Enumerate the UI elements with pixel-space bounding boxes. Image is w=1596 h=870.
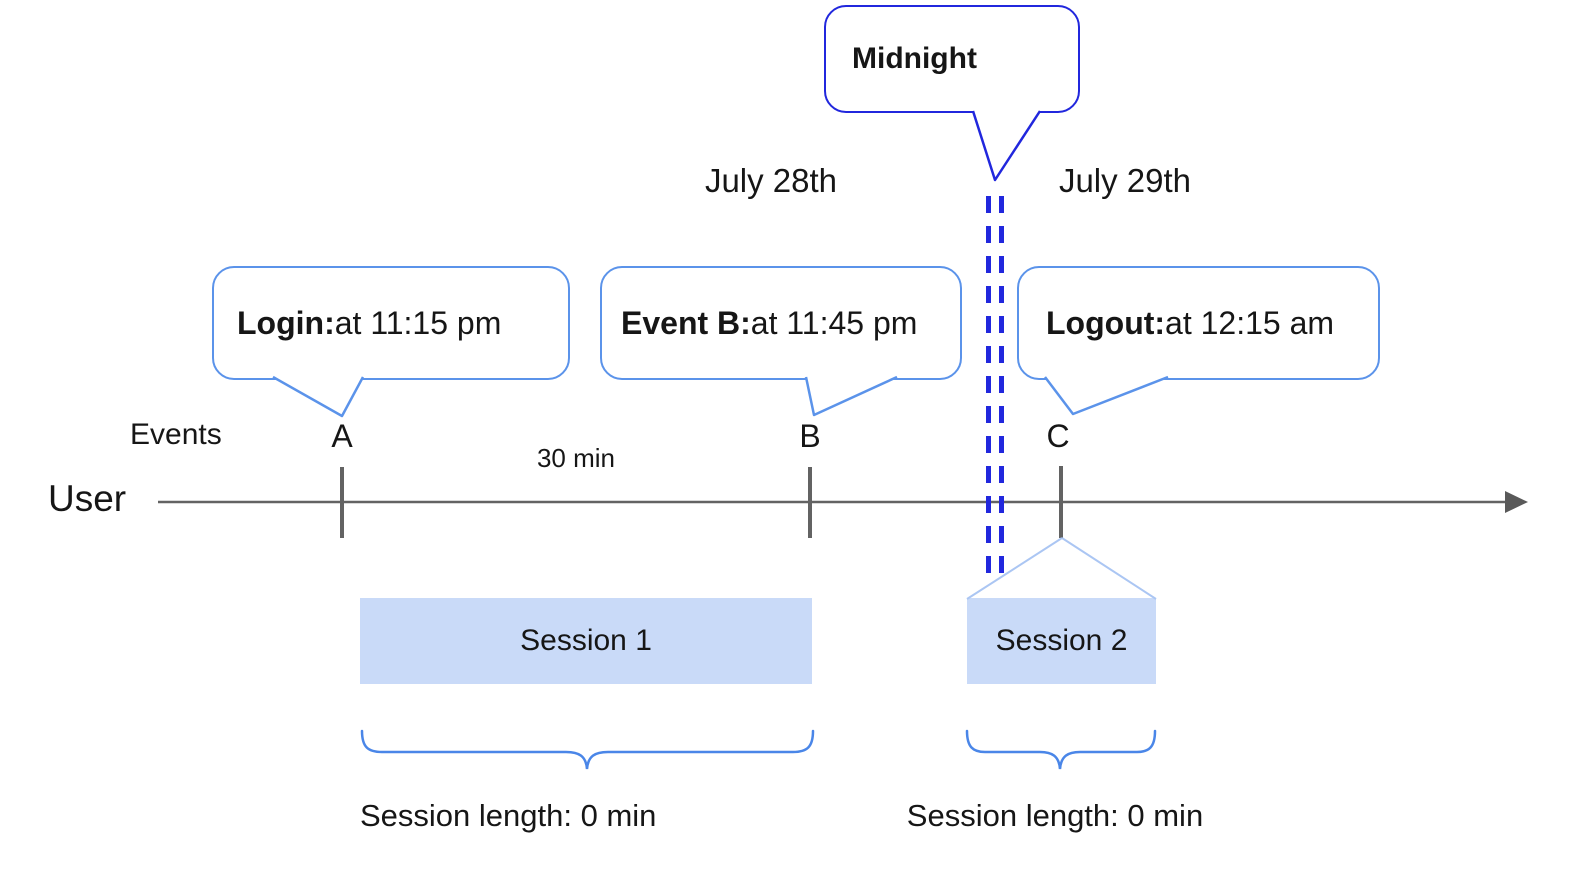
event-b-callout-bold: Event B: <box>621 304 751 341</box>
session-1-label: Session 1 <box>520 624 652 657</box>
session-1-brace <box>360 729 815 770</box>
event-b-callout-text: at 11:45 pm <box>750 304 918 341</box>
midnight-callout-bubble: Midnight <box>824 5 1080 113</box>
event-b-bubble-tail <box>804 375 898 417</box>
session-1-box: Session 1 <box>360 598 812 684</box>
logout-callout-bubble: Logout: at 12:15 am <box>1017 266 1380 380</box>
date-july-28: July 28th <box>704 162 838 199</box>
session-2-brace <box>965 729 1157 770</box>
session-2-funnel-lines <box>966 537 1157 600</box>
date-july-29: July 29th <box>1058 162 1192 199</box>
events-axis-label: Events <box>130 418 222 451</box>
event-letter-b: B <box>799 418 821 454</box>
logout-bubble-tail <box>1044 375 1169 416</box>
midnight-label: Midnight <box>852 42 977 75</box>
event-letter-a: A <box>331 418 353 454</box>
interval-label: 30 min <box>536 443 616 473</box>
logout-callout-bold: Logout: <box>1046 304 1166 341</box>
event-b-callout-bubble: Event B: at 11:45 pm <box>600 266 962 380</box>
login-callout-text: at 11:15 pm <box>334 304 502 341</box>
logout-callout-text: at 12:15 am <box>1165 304 1335 341</box>
login-callout-bold: Login: <box>237 304 335 341</box>
midnight-bubble-tail <box>971 110 1042 182</box>
event-letter-c: C <box>1046 418 1070 454</box>
session-2-length-label: Session length: 0 min <box>906 798 1204 833</box>
user-lane-label: User <box>48 478 127 519</box>
session-2-label: Session 2 <box>995 624 1128 657</box>
timeline-arrowhead-icon <box>1505 491 1528 513</box>
login-bubble-tail <box>272 375 365 418</box>
login-callout-bubble: Login: at 11:15 pm <box>212 266 570 380</box>
session-2-box: Session 2 <box>967 598 1156 684</box>
session-1-length-label: Session length: 0 min <box>360 798 657 833</box>
